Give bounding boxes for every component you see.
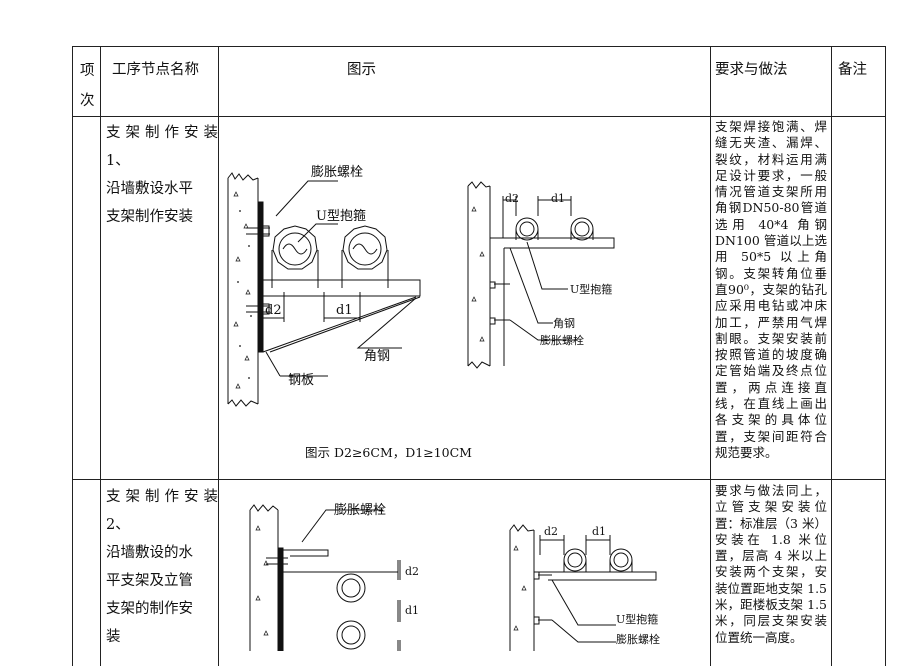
row-divider (73, 479, 885, 480)
label-d2: d2 (405, 565, 419, 578)
row2-figure: 膨胀螺栓 d2 d1 d2 d1 U型抱箍 膨胀螺栓 (249, 503, 660, 651)
row1-figure: 膨胀螺栓 U型抱箍 d2 d1 角钢 钢板 d2 d1 U型抱箍 角钢 膨胀螺栓… (227, 165, 615, 460)
label-expansion-bolt-right: 膨胀螺栓 (616, 632, 660, 646)
steel-plate (257, 201, 264, 353)
process-table: 项 次 工序节点名称 图示 要求与做法 备注 支架制作安装 1、 沿墙敷设水平 … (72, 46, 886, 666)
label-d1-right: d1 (592, 525, 606, 538)
label-d2-right: d2 (544, 525, 558, 538)
label-expansion-bolt: 膨胀螺栓 (311, 165, 363, 180)
label-d1: d1 (336, 303, 353, 318)
wall-right-icon (509, 524, 535, 651)
label-expansion-bolt: 膨胀螺栓 (334, 503, 386, 518)
header-remark: 备注 (838, 62, 867, 78)
row2-requirement: 要求与做法同上，立管支架安装位置：标准层（3 米）安装在 1.8 米位置，层高 … (715, 483, 827, 645)
label-d1-right: d1 (551, 192, 565, 205)
wall-right-icon (467, 181, 491, 369)
pipe-icon (271, 225, 389, 288)
pipe-icon (336, 573, 366, 650)
header-process: 工序节点名称 (112, 62, 199, 78)
header-requirement: 要求与做法 (715, 62, 788, 78)
col-divider (831, 47, 832, 666)
wall-left-icon (227, 172, 259, 407)
col-divider (710, 47, 711, 666)
row2-process-name: 支架制作安装 2、 沿墙敷设的水 平支架及立管 支架的制作安 装 (106, 489, 218, 645)
col-divider (100, 47, 101, 666)
row1-requirement: 支架焊接饱满、焊缝无夹渣、漏焊、裂纹，材料运用满足设计要求，一般情况管道支架所用… (715, 119, 827, 460)
label-d1: d1 (405, 604, 419, 617)
label-d2-right: d2 (505, 192, 519, 205)
label-u-bolt: U型抱箍 (316, 208, 366, 224)
label-steel-plate: 钢板 (288, 373, 314, 388)
col-divider (218, 47, 219, 666)
row1-process-name: 支架制作安装 1、 沿墙敷设水平 支架制作安装 (106, 125, 218, 225)
header-index: 项 次 (80, 63, 95, 109)
label-angle-steel-right: 角钢 (553, 317, 575, 330)
label-u-bolt-right: U型抱箍 (616, 612, 658, 626)
anchor-bolt-icon (246, 225, 270, 315)
header-figure: 图示 (347, 62, 376, 78)
row-divider (73, 116, 885, 117)
label-d2: d2 (265, 303, 282, 318)
label-angle-steel: 角钢 (364, 349, 390, 364)
label-u-bolt-right: U型抱箍 (570, 282, 612, 296)
figure-caption: 图示 D2≥6CM，D1≥10CM (305, 445, 472, 460)
wall-left-icon (249, 504, 279, 651)
label-expansion-bolt-right: 膨胀螺栓 (540, 333, 584, 347)
